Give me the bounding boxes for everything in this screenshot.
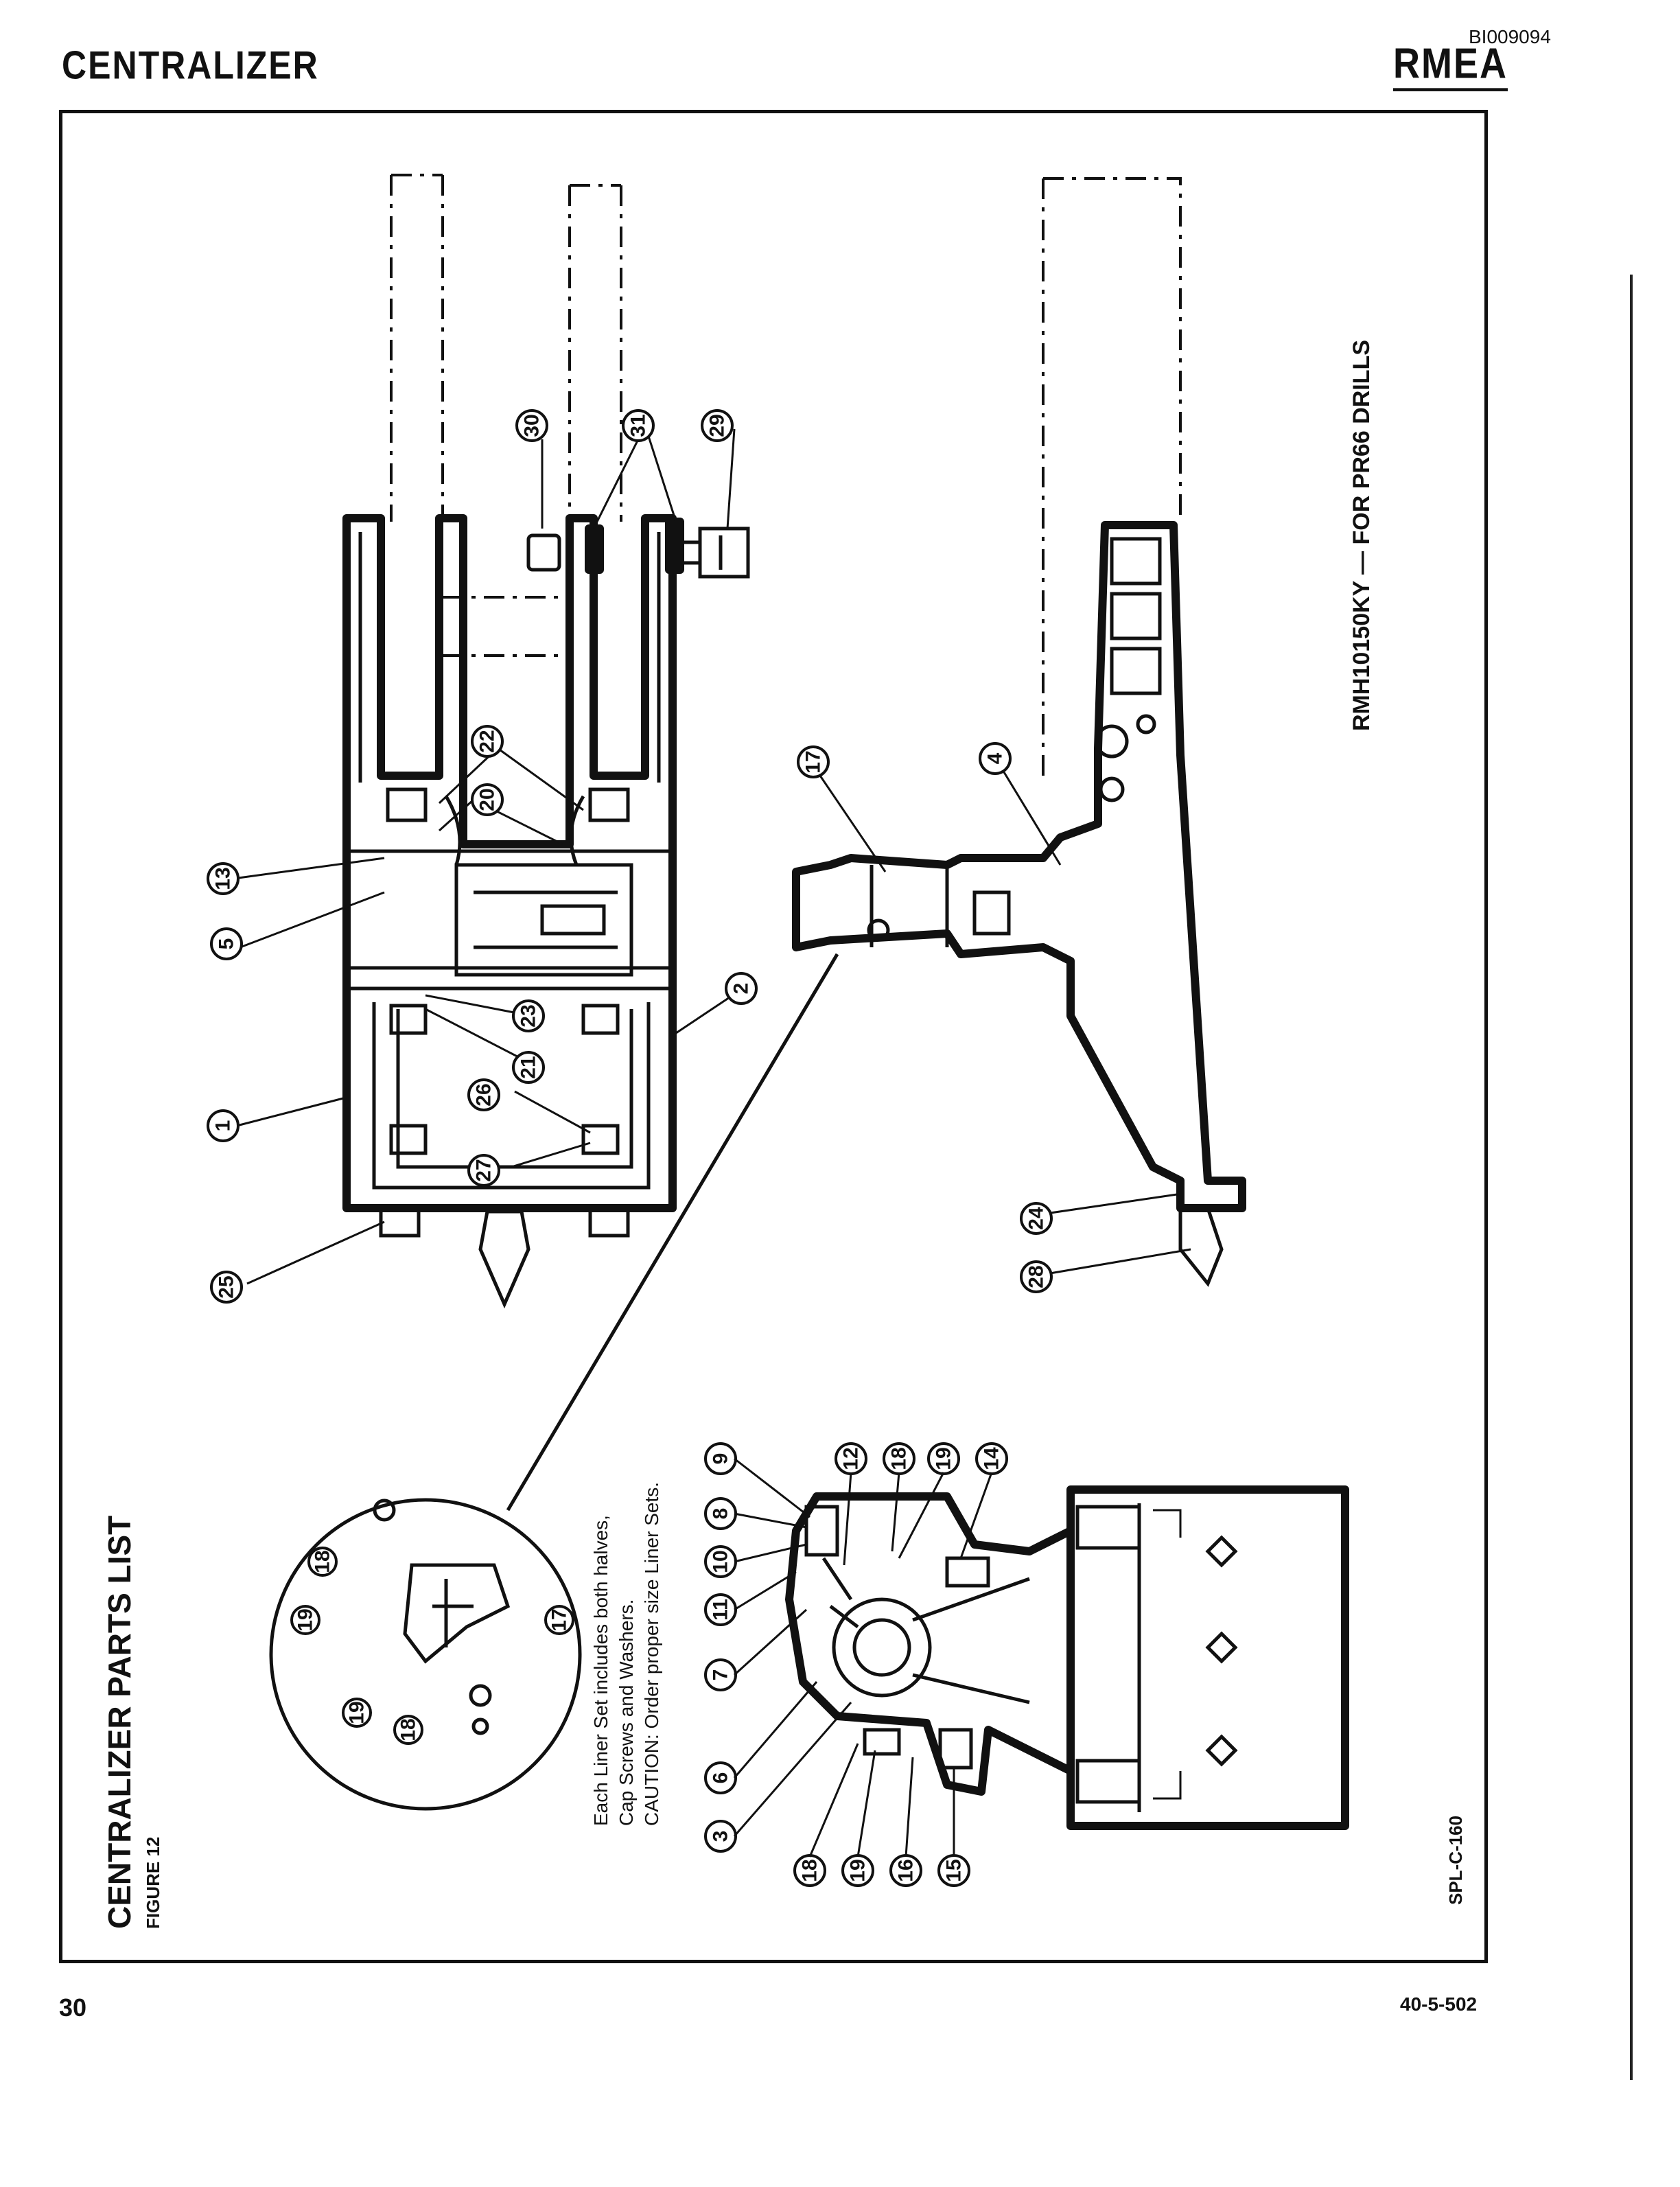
liner-note-line-1: Each Liner Set includes both halves, xyxy=(590,1515,611,1826)
callout-18b: 18 xyxy=(793,1854,826,1887)
svg-text:20: 20 xyxy=(476,788,499,811)
callout-12: 12 xyxy=(835,1442,867,1475)
page-edge-rule xyxy=(1630,275,1633,2080)
svg-text:18: 18 xyxy=(312,1550,334,1573)
callout-1: 1 xyxy=(207,1109,240,1142)
callout-13: 13 xyxy=(207,862,240,895)
svg-text:18: 18 xyxy=(888,1447,911,1470)
callout-7: 7 xyxy=(704,1658,737,1691)
svg-text:8: 8 xyxy=(710,1508,732,1520)
liner-section-drawing xyxy=(785,1485,1349,1830)
svg-text:7: 7 xyxy=(710,1669,732,1681)
drawing-code: SPL-C-160 xyxy=(1445,1816,1466,1905)
callout-detail-19a: 19 xyxy=(290,1605,320,1635)
svg-text:2: 2 xyxy=(730,983,753,995)
callout-9: 9 xyxy=(704,1442,737,1475)
svg-text:29: 29 xyxy=(706,414,729,437)
svg-text:19: 19 xyxy=(346,1701,369,1724)
svg-text:4: 4 xyxy=(984,752,1007,764)
parts-list-title: CENTRALIZER PARTS LIST xyxy=(102,1516,137,1929)
callout-17: 17 xyxy=(797,745,830,778)
svg-text:5: 5 xyxy=(215,938,238,950)
callout-25: 25 xyxy=(210,1271,243,1304)
document-number: 40-5-502 xyxy=(1400,1993,1478,2015)
callout-18: 18 xyxy=(883,1442,915,1475)
callout-27: 27 xyxy=(467,1154,500,1187)
svg-text:15: 15 xyxy=(943,1859,966,1882)
svg-text:3: 3 xyxy=(710,1831,732,1842)
svg-text:12: 12 xyxy=(840,1447,863,1470)
document-code: BI009094 xyxy=(1469,26,1551,47)
svg-text:31: 31 xyxy=(627,414,650,437)
svg-text:26: 26 xyxy=(473,1083,495,1106)
liner-callout-leaders xyxy=(733,1457,993,1858)
callout-19b: 19 xyxy=(841,1854,874,1887)
callout-15: 15 xyxy=(937,1854,970,1887)
svg-text:6: 6 xyxy=(710,1772,732,1784)
svg-text:13: 13 xyxy=(212,867,235,890)
callout-21: 21 xyxy=(512,1051,545,1084)
callout-19: 19 xyxy=(927,1442,960,1475)
svg-text:17: 17 xyxy=(802,750,825,773)
callout-8: 8 xyxy=(704,1497,737,1530)
svg-text:25: 25 xyxy=(215,1275,238,1298)
callout-markers: 1 25 13 5 2 21 23 27 26 20 22 30 31 29 1… xyxy=(207,409,1053,1887)
manufacturer-logo-text: RMEA xyxy=(1393,39,1508,91)
callout-10: 10 xyxy=(704,1545,737,1578)
svg-text:10: 10 xyxy=(710,1550,732,1573)
callout-31: 31 xyxy=(622,409,655,442)
svg-text:16: 16 xyxy=(895,1859,918,1882)
callout-30: 30 xyxy=(515,409,548,442)
callout-14: 14 xyxy=(975,1442,1008,1475)
callout-detail-18b: 18 xyxy=(393,1715,423,1745)
svg-text:9: 9 xyxy=(710,1453,732,1465)
callout-2: 2 xyxy=(725,972,758,1005)
svg-text:28: 28 xyxy=(1025,1265,1048,1288)
liner-note-line-2: Cap Screws and Washers. xyxy=(616,1599,637,1826)
svg-text:18: 18 xyxy=(397,1718,420,1741)
callout-16: 16 xyxy=(889,1854,922,1887)
callout-4: 4 xyxy=(979,742,1012,775)
liner-note-line-3: CAUTION: Order proper size Liner Sets. xyxy=(641,1482,662,1826)
svg-text:19: 19 xyxy=(847,1859,870,1882)
figure-frame xyxy=(59,110,1488,1963)
svg-text:17: 17 xyxy=(548,1608,571,1631)
svg-text:21: 21 xyxy=(517,1056,540,1078)
page-number: 30 xyxy=(59,1993,87,2022)
callout-5: 5 xyxy=(210,927,243,960)
svg-text:11: 11 xyxy=(710,1599,732,1621)
svg-text:23: 23 xyxy=(517,1004,540,1027)
callout-28: 28 xyxy=(1020,1260,1053,1293)
arm-drawing xyxy=(506,177,1246,1512)
exploded-detail-drawing xyxy=(269,1498,582,1811)
svg-text:19: 19 xyxy=(294,1608,317,1631)
callout-23: 23 xyxy=(512,999,545,1032)
callout-3: 3 xyxy=(704,1820,737,1853)
callout-6: 6 xyxy=(704,1761,737,1794)
main-assembly-drawing xyxy=(342,174,677,1309)
callout-detail-17: 17 xyxy=(544,1605,574,1635)
figure-label: FIGURE 12 xyxy=(143,1837,163,1929)
svg-text:14: 14 xyxy=(981,1447,1003,1470)
svg-text:24: 24 xyxy=(1025,1207,1048,1230)
svg-text:18: 18 xyxy=(799,1859,821,1882)
svg-text:19: 19 xyxy=(933,1447,955,1470)
callout-11: 11 xyxy=(704,1593,737,1626)
callout-20: 20 xyxy=(471,783,504,816)
callout-29: 29 xyxy=(701,409,734,442)
svg-text:27: 27 xyxy=(473,1159,495,1181)
svg-text:1: 1 xyxy=(212,1120,235,1132)
svg-text:30: 30 xyxy=(521,414,544,437)
callout-detail-18: 18 xyxy=(307,1547,338,1577)
callout-detail-19b: 19 xyxy=(342,1698,372,1728)
model-label: RMH10150KY — FOR PR66 DRILLS xyxy=(1349,340,1375,731)
callout-22: 22 xyxy=(471,725,504,758)
callout-24: 24 xyxy=(1020,1202,1053,1235)
callout-26: 26 xyxy=(467,1078,500,1111)
fork-hardware-drawing xyxy=(526,518,750,579)
svg-text:22: 22 xyxy=(476,730,499,752)
page-header-title: CENTRALIZER xyxy=(62,43,319,88)
